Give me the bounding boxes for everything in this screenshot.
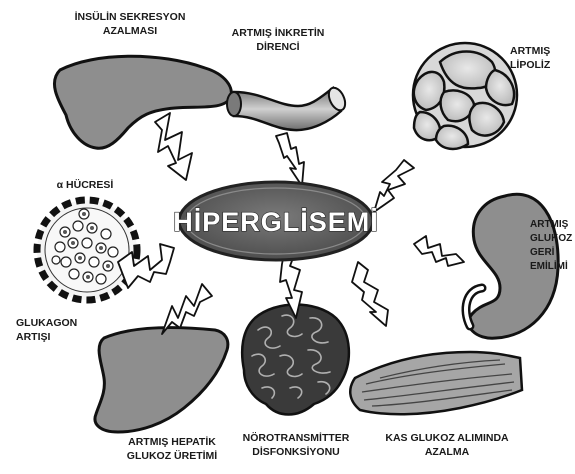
label-glucagon-line1: GLUKAGON: [16, 316, 77, 330]
alpha-cell-islet-icon: [37, 200, 137, 300]
label-glucagon-line2: ARTIŞI: [16, 330, 77, 344]
label-kidney-line1: ARTMIŞ: [530, 218, 572, 232]
label-insulin-secretion: İNSÜLİN SEKRESYON AZALMASI: [60, 10, 200, 38]
label-incretin-resistance: ARTMIŞ İNKRETİN DİRENCİ: [218, 26, 338, 54]
label-insulin-line2: AZALMASI: [60, 24, 200, 38]
label-lipolysis-line2: LİPOLİZ: [510, 58, 550, 72]
muscle-icon: [350, 352, 522, 414]
pancreas-icon: [54, 56, 231, 148]
label-hepatic-glucose: ARTMIŞ HEPATİK GLUKOZ ÜRETİMİ: [112, 435, 232, 463]
brain-icon: [242, 305, 349, 415]
center-label: HİPERGLİSEMİ: [173, 207, 379, 237]
label-neuro-line2: DİSFONKSİYONU: [236, 445, 356, 459]
center-oval: HİPERGLİSEMİ: [173, 182, 379, 260]
label-kidney-line2: GLUKOZ: [530, 232, 572, 246]
intestine-tube-icon: [227, 85, 348, 130]
label-hepatic-line1: ARTMIŞ HEPATİK: [112, 435, 232, 449]
liver-icon: [95, 328, 228, 432]
label-neurotransmitter: NÖROTRANSMİTTER DİSFONKSİYONU: [236, 431, 356, 459]
label-kidney-line3: GERİ: [530, 246, 572, 260]
label-incretin-line1: ARTMIŞ İNKRETİN: [218, 26, 338, 40]
label-alpha-line1: α HÜCRESİ: [40, 178, 130, 192]
label-insulin-line1: İNSÜLİN SEKRESYON: [60, 10, 200, 24]
label-muscle-line1: KAS GLUKOZ ALIMINDA: [372, 431, 522, 445]
label-kidney-line4: EMİLİMİ: [530, 260, 572, 274]
label-lipolysis-line1: ARTMIŞ: [510, 44, 550, 58]
label-muscle-line2: AZALMA: [372, 445, 522, 459]
label-glucagon: GLUKAGON ARTIŞI: [16, 316, 77, 344]
label-alpha-cell: α HÜCRESİ: [40, 178, 130, 192]
label-lipolysis: ARTMIŞ LİPOLİZ: [510, 44, 550, 72]
label-hepatic-line2: GLUKOZ ÜRETİMİ: [112, 449, 232, 463]
adipose-cells-icon: [413, 43, 517, 149]
label-incretin-line2: DİRENCİ: [218, 40, 338, 54]
label-neuro-line1: NÖROTRANSMİTTER: [236, 431, 356, 445]
label-kidney-reabsorption: ARTMIŞ GLUKOZ GERİ EMİLİMİ: [530, 218, 572, 274]
label-muscle-uptake: KAS GLUKOZ ALIMINDA AZALMA: [372, 431, 522, 459]
